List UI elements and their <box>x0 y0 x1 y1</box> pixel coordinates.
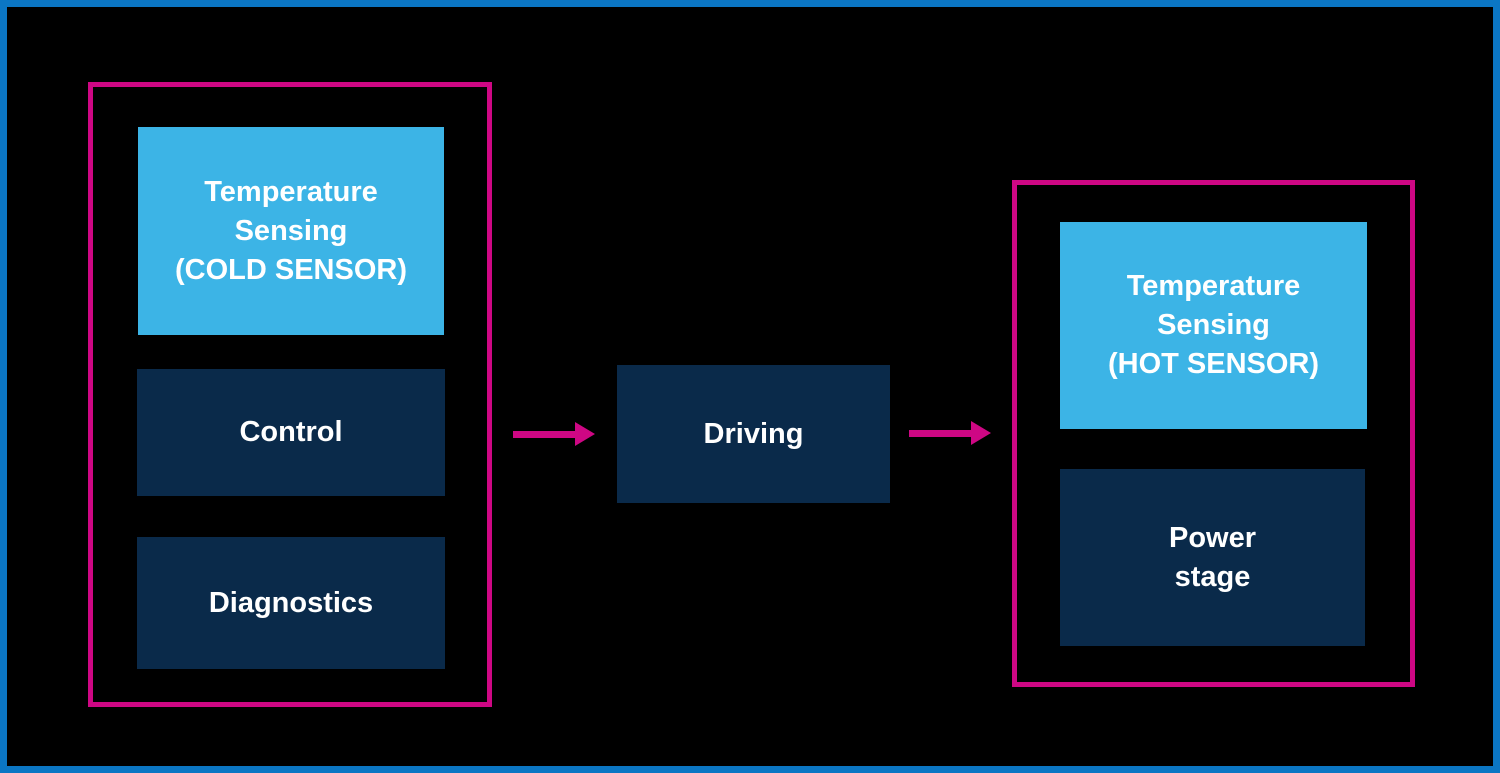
driving-label: Driving <box>703 417 804 450</box>
control-block: Control <box>137 369 445 496</box>
arrow-shaft <box>909 430 972 437</box>
cold-side-group-frame <box>88 82 492 707</box>
arrow-shaft <box>513 431 576 438</box>
power-stage-label: Power stage <box>1168 521 1257 593</box>
diagnostics-label: Diagnostics <box>208 586 374 619</box>
diagnostics-block: Diagnostics <box>137 537 445 669</box>
temperature-sensing-cold-block: Temperature Sensing (COLD SENSOR) <box>138 127 444 335</box>
temperature-sensing-cold-label: Temperature Sensing (COLD SENSOR) <box>175 175 407 286</box>
arrow-right-head-icon <box>971 421 991 445</box>
temperature-sensing-hot-block: Temperature Sensing (HOT SENSOR) <box>1060 222 1367 429</box>
power-stage-block: Power stage <box>1060 469 1365 646</box>
temperature-sensing-hot-label: Temperature Sensing (HOT SENSOR) <box>1107 270 1320 380</box>
arrow-right-head-icon <box>575 422 595 446</box>
hot-side-group-frame <box>1012 180 1415 687</box>
control-label: Control <box>239 416 343 448</box>
driving-block: Driving <box>617 365 890 503</box>
